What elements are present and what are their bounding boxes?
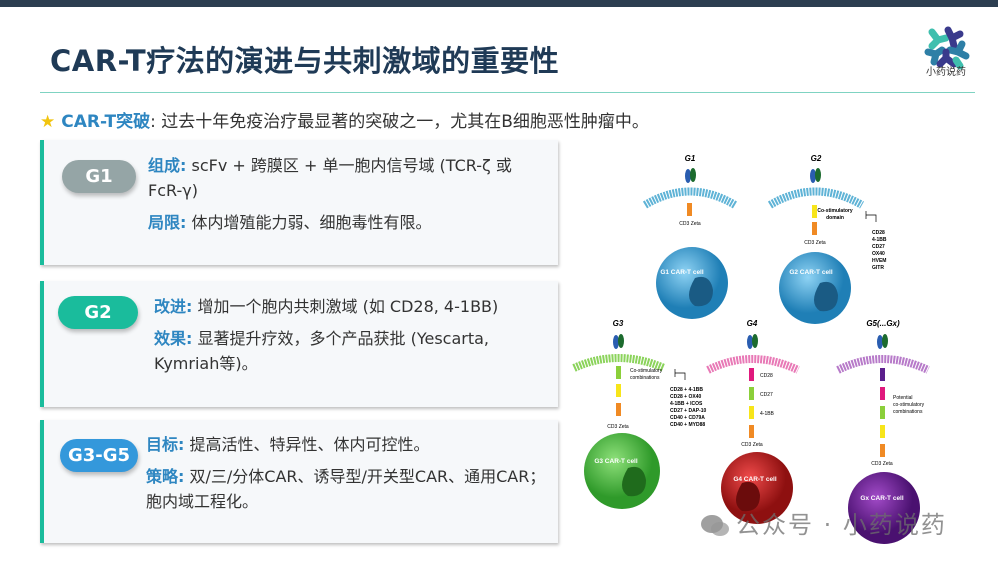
intro-text: : 过去十年免疫治疗最显著的突破之一，尤其在B细胞恶性肿瘤中。: [150, 112, 649, 132]
g3-diagram: G3 Co-stimulatory combinations CD28 + 4-…: [572, 319, 706, 509]
badge-g1: G1: [62, 160, 136, 193]
card-g3-g5-text: 目标: 提高活性、特异性、体内可控性。 策略: 双/三/分体CAR、诱导型/开关…: [146, 432, 546, 521]
badge-g2: G2: [58, 296, 138, 329]
text-effect: 显著提升疗效，多个产品获批 (Yescarta, Kymriah等)。: [154, 329, 489, 373]
svg-text:CD28: CD28: [872, 230, 885, 236]
g1-zeta: CD3 Zeta: [679, 221, 701, 227]
g4-domain-2: CD27: [760, 392, 773, 398]
g1-diagram: G1 CD3 Zeta G1 CAR-T cell: [642, 154, 738, 319]
g5-note-2: co-stimulatory: [893, 402, 925, 408]
page-title: CAR-T疗法的演进与共刺激域的重要性: [50, 44, 560, 78]
g1-cell: G1 CAR-T cell: [660, 269, 704, 276]
g5-title: G5(...Gx): [866, 319, 900, 328]
star-icon: ★: [40, 112, 56, 132]
g3-title: G3: [613, 319, 624, 328]
svg-text:OX40: OX40: [872, 251, 885, 257]
g1-title: G1: [685, 154, 696, 163]
svg-text:4-1BB: 4-1BB: [872, 237, 887, 243]
g4-title: G4: [747, 319, 758, 328]
g3-costim: Co-stimulatory: [630, 368, 663, 374]
car-t-generations-figure: G1 CD3 Zeta G1 CAR-T cell G2 Co-stimulat…: [570, 148, 942, 548]
g2-costim: Co-stimulatory: [817, 208, 853, 214]
svg-text:HVEM: HVEM: [872, 258, 886, 264]
g5-cell: Gx CAR-T cell: [860, 495, 904, 502]
g4-cell: G4 CAR-T cell: [733, 476, 777, 483]
watermark-text: 公众号 · 小药说药: [736, 511, 947, 539]
svg-text:4-1BB + ICOS: 4-1BB + ICOS: [670, 401, 703, 407]
g5-zeta: CD3 Zeta: [871, 461, 893, 467]
logo-text: 小药说药: [926, 67, 966, 78]
text-improvement: 增加一个胞内共刺激域 (如 CD28, 4-1BB): [192, 297, 499, 316]
wechat-icon: [701, 515, 729, 536]
svg-text:CD27: CD27: [872, 244, 885, 250]
label-composition: 组成:: [148, 156, 187, 175]
g4-domain-1: CD28: [760, 373, 773, 379]
svg-text:CD27 + DAP-10: CD27 + DAP-10: [670, 408, 706, 414]
svg-text:CD40 + CD79A: CD40 + CD79A: [670, 415, 705, 421]
label-limitation: 局限:: [148, 213, 187, 232]
top-bar: [0, 0, 998, 7]
label-strategy: 策略:: [146, 467, 185, 486]
text-limitation: 体内增殖能力弱、细胞毒性有限。: [186, 213, 432, 232]
text-composition: scFv + 跨膜区 + 单一胞内信号域 (TCR-ζ 或 FcR-γ): [148, 156, 512, 200]
logo-icon: [924, 26, 970, 70]
g3-cell: G3 CAR-T cell: [594, 458, 638, 465]
g3-costim2: combinations: [630, 375, 660, 381]
text-goal: 提高活性、特异性、体内可控性。: [184, 435, 430, 454]
g2-zeta: CD3 Zeta: [804, 240, 826, 246]
label-effect: 效果:: [154, 329, 193, 348]
card-g1: G1 组成: scFv + 跨膜区 + 单一胞内信号域 (TCR-ζ 或 FcR…: [40, 140, 558, 265]
g4-zeta: CD3 Zeta: [741, 442, 763, 448]
g2-title: G2: [811, 154, 822, 163]
g2-cell: G2 CAR-T cell: [789, 269, 833, 276]
g5-note-3: combinations: [893, 409, 923, 415]
svg-text:CD28 + 4-1BB: CD28 + 4-1BB: [670, 387, 703, 393]
label-improvement: 改进:: [154, 297, 193, 316]
text-strategy: 双/三/分体CAR、诱导型/开关型CAR、通用CAR；胞内域工程化。: [146, 467, 546, 511]
card-g1-text: 组成: scFv + 跨膜区 + 单一胞内信号域 (TCR-ζ 或 FcR-γ)…: [148, 153, 548, 242]
watermark: 公众号 · 小药说药: [700, 505, 947, 540]
title-divider: [40, 92, 975, 93]
g4-domain-3: 4-1BB: [760, 411, 775, 417]
badge-g3-g5: G3-G5: [60, 439, 138, 472]
label-goal: 目标:: [146, 435, 185, 454]
g3-zeta: CD3 Zeta: [607, 424, 629, 430]
card-g3-g5: G3-G5 目标: 提高活性、特异性、体内可控性。 策略: 双/三/分体CAR、…: [40, 420, 558, 543]
svg-text:CD40 + MYD88: CD40 + MYD88: [670, 422, 705, 428]
card-g2-text: 改进: 增加一个胞内共刺激域 (如 CD28, 4-1BB) 效果: 显著提升疗…: [154, 294, 544, 383]
intro-label: CAR-T突破: [61, 112, 151, 132]
g5-note-1: Potential: [893, 395, 912, 401]
g4-diagram: G4 CD28 CD27 4-1BB CD3 Zeta G4 CAR-T cel…: [706, 319, 800, 524]
g2-costim2: domain: [826, 215, 844, 221]
svg-text:GITR: GITR: [872, 265, 884, 271]
card-g2: G2 改进: 增加一个胞内共刺激域 (如 CD28, 4-1BB) 效果: 显著…: [40, 281, 558, 407]
svg-text:CD28 + OX40: CD28 + OX40: [670, 394, 701, 400]
g5-diagram: G5(...Gx) Potential co-stimulatory combi…: [836, 319, 930, 544]
intro-line: ★CAR-T突破: 过去十年免疫治疗最显著的突破之一，尤其在B细胞恶性肿瘤中。: [40, 107, 649, 132]
